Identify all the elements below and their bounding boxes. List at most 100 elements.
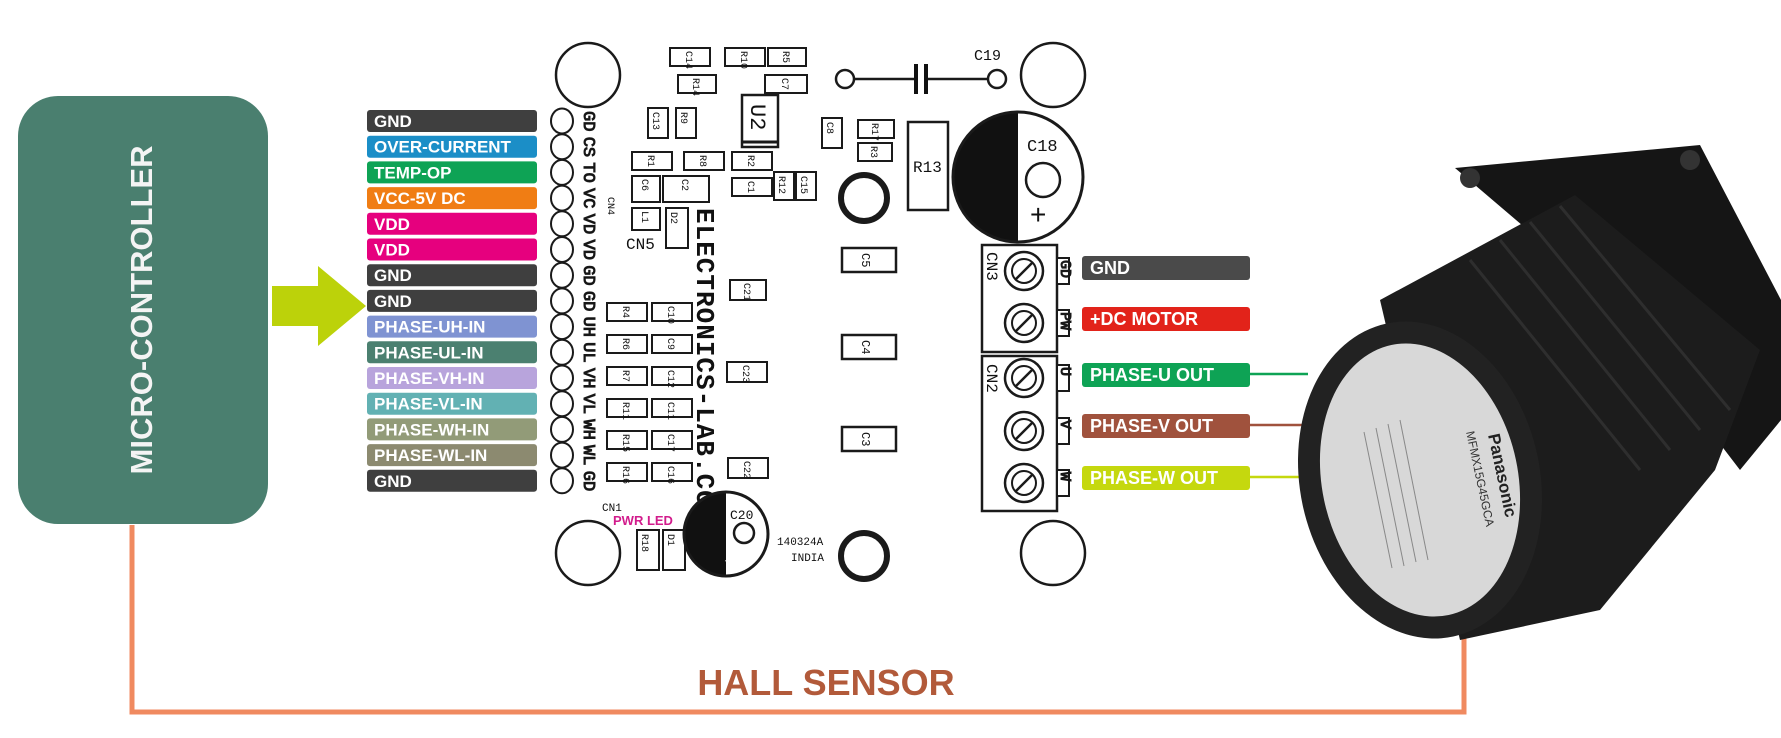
terminal-screw <box>1003 462 1045 504</box>
c18-label: C18 <box>1027 138 1058 157</box>
svg-text:R11: R11 <box>619 402 630 420</box>
c20-outline <box>682 490 770 578</box>
mounting-hole <box>838 172 890 224</box>
svg-text:C6: C6 <box>638 179 649 191</box>
pin-label-text: PHASE-V OUT <box>1090 416 1213 436</box>
svg-text:C3: C3 <box>858 432 872 446</box>
svg-text:C15: C15 <box>797 176 808 194</box>
right-pin-3: PHASE-V OUT <box>1082 414 1308 438</box>
part-r7: R7 <box>606 366 648 386</box>
cn4-label: CN4 <box>604 197 615 215</box>
motor-mount-hole <box>1680 150 1700 170</box>
header-pin <box>550 338 574 366</box>
cap-c4: C4 <box>840 333 898 361</box>
cn2-label: CN2 <box>982 364 1000 393</box>
svg-text:R16: R16 <box>619 466 630 484</box>
svg-text:L1: L1 <box>638 211 649 223</box>
pin-label-bg <box>1082 363 1250 387</box>
pin-label-text: GND <box>374 112 412 131</box>
pin-label-text: GND <box>374 472 412 491</box>
pin-code: CS <box>578 137 597 157</box>
left-pin-12: PHASE-WH-IN <box>367 418 537 441</box>
part-r14: R14 <box>677 74 717 96</box>
header-pin <box>550 415 574 443</box>
part-r4: R4 <box>606 302 648 322</box>
part-c17: C17 <box>651 430 693 452</box>
header-pin <box>550 158 574 186</box>
svg-text:C8: C8 <box>823 122 834 134</box>
left-pin-9: PHASE-UL-IN <box>367 341 537 364</box>
svg-text:C12: C12 <box>664 370 675 388</box>
svg-text:C7: C7 <box>778 78 789 90</box>
svg-text:C2: C2 <box>678 179 689 191</box>
cn2-tab <box>1056 469 1070 497</box>
part-r9: R9 <box>675 107 697 139</box>
header-pin <box>550 467 574 495</box>
header-pin <box>550 210 574 238</box>
micro-controller-label: MICRO-CONTROLLER <box>124 146 159 475</box>
c19-label: C19 <box>974 48 1001 65</box>
left-pin-11: PHASE-VL-IN <box>367 392 537 415</box>
part-c6: C6 <box>631 175 661 203</box>
c19-pad <box>986 68 1008 90</box>
part-c9: C9 <box>651 334 693 354</box>
r13-label: R13 <box>913 159 942 177</box>
terminal-code: V <box>1056 420 1073 429</box>
terminal-screw <box>1003 357 1045 399</box>
svg-text:C22: C22 <box>740 461 751 479</box>
c20-pad <box>732 521 756 545</box>
part-c10: C10 <box>651 302 693 324</box>
pin-label-bg <box>367 161 537 184</box>
pin-label-text: PHASE-VH-IN <box>374 369 485 388</box>
pin-label-bg <box>367 289 537 312</box>
part-c15: C15 <box>795 171 817 201</box>
c18-pad <box>1024 161 1062 199</box>
pin-code: VD <box>578 240 597 260</box>
cn3-tab <box>1056 257 1070 285</box>
header-cn1 <box>550 107 574 495</box>
part-c14: C14 <box>669 47 711 69</box>
left-pin-10: PHASE-VH-IN <box>367 367 537 389</box>
cn3-tab <box>1056 309 1070 337</box>
header-pin <box>550 236 574 263</box>
pin-label-text: VDD <box>374 215 410 234</box>
pin-label-bg <box>367 341 537 364</box>
left-pin-2: TEMP-OP <box>367 161 537 184</box>
hall-sensor-label: HALL SENSOR <box>697 662 954 703</box>
pin-label-text: +DC MOTOR <box>1090 309 1198 329</box>
header-pin <box>550 441 574 469</box>
left-pin-3: VCC-5V DC <box>367 187 537 210</box>
left-pin-1: OVER-CURRENT <box>367 135 537 158</box>
header-pin <box>550 133 574 161</box>
micro-controller-box <box>18 96 268 524</box>
header-pin <box>550 364 574 392</box>
part-c22: C22 <box>727 457 769 479</box>
pin-label-bg <box>1082 256 1250 280</box>
part-r3: R3 <box>857 142 893 162</box>
svg-text:R10: R10 <box>737 51 748 69</box>
pin-code: VD <box>578 214 597 234</box>
pin-label-bg <box>367 392 537 415</box>
terminal-code: W <box>1056 472 1073 481</box>
svg-text:R4: R4 <box>619 306 630 318</box>
part-r2: R2 <box>731 151 773 171</box>
pin-code: VC <box>578 188 597 208</box>
c20-label: C20 <box>730 508 753 523</box>
pin-code: GD <box>578 265 597 285</box>
c19-plate <box>914 64 918 94</box>
svg-text:R6: R6 <box>619 338 630 350</box>
part-r5: R5 <box>767 47 807 67</box>
left-pin-14: GND <box>367 469 537 492</box>
pin-code: WH <box>578 419 597 439</box>
part-c2: C2 <box>662 175 710 203</box>
motor-label-lines <box>1363 419 1429 569</box>
pin-label-bg <box>367 187 537 210</box>
svg-text:R15: R15 <box>619 434 630 452</box>
header-pin <box>550 390 574 418</box>
